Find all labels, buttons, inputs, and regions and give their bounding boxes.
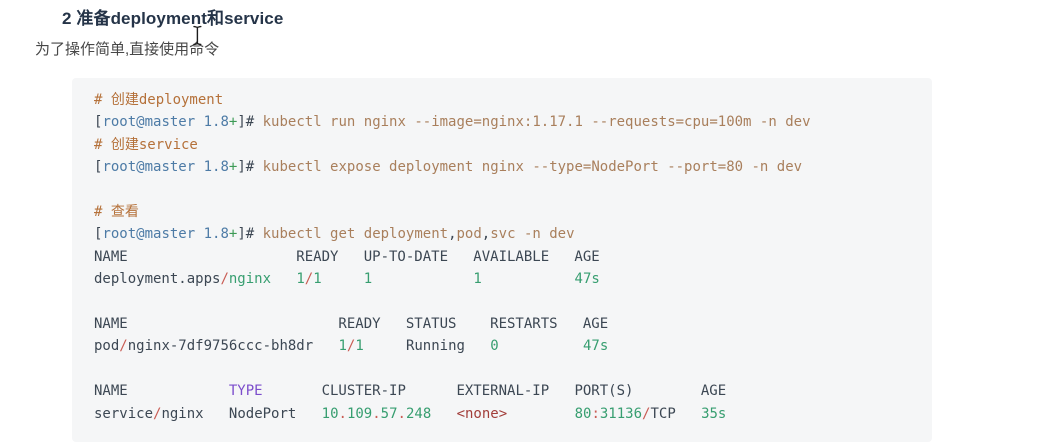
code-token: kubectl expose deployment nginx --type=N…	[262, 159, 803, 176]
code-token: /	[346, 338, 356, 355]
code-block[interactable]: # 创建deployment [root@master 1.8+]# kubec…	[72, 78, 932, 442]
code-token: root@master	[102, 159, 196, 176]
code-token: 248	[405, 405, 432, 422]
code-token: 1	[338, 338, 347, 355]
code-token: [	[94, 114, 103, 131]
code-token: 47s	[574, 271, 600, 288]
code-token: root@master	[102, 114, 196, 131]
code-token: deployment.apps	[94, 271, 221, 288]
code-token: ]#	[237, 159, 263, 176]
code-token	[195, 226, 203, 242]
code-content[interactable]: # 创建deployment [root@master 1.8+]# kubec…	[72, 78, 932, 436]
code-token: 109	[346, 405, 373, 422]
code-token: +	[228, 159, 238, 176]
code-token: ,	[481, 226, 491, 243]
code-token: :	[591, 405, 600, 422]
code-token: 1.8	[203, 226, 229, 243]
code-token: kubectl get deployment	[262, 226, 449, 243]
code-token: TCP	[650, 405, 676, 422]
code-token	[195, 159, 203, 175]
code-token	[499, 338, 583, 354]
code-token: # 创建service	[94, 136, 198, 153]
code-token: 1	[296, 271, 305, 288]
code-token: /	[642, 405, 651, 422]
code-token: 1	[355, 338, 364, 355]
code-token: kubectl run nginx --image=nginx:1.17.1 -…	[262, 114, 811, 131]
code-token	[364, 338, 406, 354]
code-token: nginx	[161, 405, 204, 422]
code-token: 1	[473, 271, 482, 288]
code-token: 35s	[701, 405, 727, 422]
code-token	[507, 406, 574, 422]
code-token: <none>	[456, 405, 508, 422]
section-heading: 2 准备deployment和service	[62, 9, 284, 28]
code-token: 10	[321, 405, 339, 422]
code-token	[195, 114, 203, 130]
code-token: 1.8	[203, 159, 229, 176]
code-token: NAME READY UP-TO-DATE AVAILABLE AGE	[94, 248, 600, 265]
code-token	[296, 406, 321, 422]
code-token	[482, 271, 575, 287]
code-token: ]#	[237, 226, 263, 243]
code-token: [	[94, 159, 103, 176]
code-token: Running	[405, 338, 465, 355]
code-token	[372, 271, 473, 287]
code-token	[313, 338, 338, 354]
code-token	[204, 406, 229, 422]
code-token: /	[304, 271, 314, 288]
code-token: NAME READY STATUS RESTARTS AGE	[94, 316, 609, 333]
code-token: CLUSTER-IP EXTERNAL-IP PORT(S) AGE	[262, 383, 727, 400]
code-token: /	[153, 405, 162, 422]
code-token: 1	[363, 271, 373, 288]
code-token: 80	[574, 405, 592, 422]
code-token: +	[228, 226, 238, 243]
code-token: service	[94, 405, 154, 422]
code-token: TYPE	[228, 383, 263, 400]
code-token: 31136	[599, 405, 643, 422]
code-token: .	[397, 405, 406, 422]
code-token: NAME	[94, 383, 229, 400]
code-token: /	[119, 338, 128, 355]
code-token: .	[372, 405, 381, 422]
code-token	[271, 271, 296, 287]
code-token: .	[338, 405, 347, 422]
code-token: 57	[380, 405, 398, 422]
intro-paragraph: 为了操作简单,直接使用命令	[35, 41, 220, 58]
code-token: NodePort	[228, 405, 297, 422]
code-token: ]#	[237, 114, 263, 131]
code-token	[676, 406, 701, 422]
code-token: nginx	[228, 271, 272, 288]
code-token: ,	[448, 226, 457, 243]
code-token: pod	[94, 338, 120, 355]
code-token: [	[94, 226, 103, 243]
code-token	[465, 338, 490, 354]
code-token: 47s	[582, 338, 609, 355]
code-token: pod	[456, 226, 482, 243]
code-token: 1	[313, 271, 322, 288]
code-token: # 查看	[94, 204, 139, 221]
code-token	[431, 406, 456, 422]
code-token: 0	[490, 338, 499, 355]
code-token: +	[228, 114, 238, 131]
code-token: svc -n dev	[490, 226, 575, 243]
code-token: # 创建deployment	[94, 92, 224, 108]
code-token: 1.8	[203, 114, 229, 131]
code-token: nginx-7df9756ccc-bh8dr	[127, 338, 314, 355]
code-token: /	[220, 271, 229, 288]
code-token	[322, 271, 364, 287]
code-token: root@master	[102, 226, 196, 243]
